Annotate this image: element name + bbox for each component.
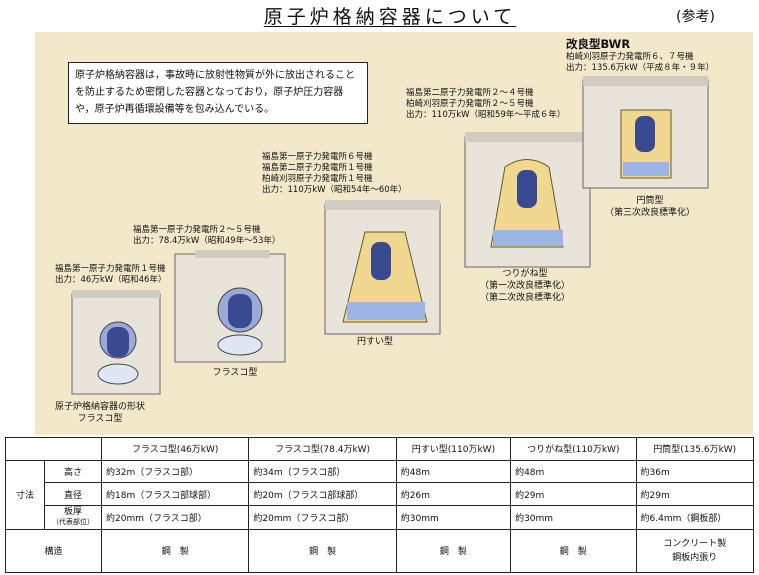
table-row: 板厚 （代表部位） 約20mm（フラスコ部） 約20mm（フラスコ部） 約30m… bbox=[6, 505, 755, 530]
page-title: 原子炉格納容器について bbox=[263, 6, 517, 28]
table-cell: 約20mm（フラスコ部） bbox=[248, 505, 397, 530]
building-bell bbox=[464, 132, 591, 268]
table-cell: 約36m bbox=[635, 459, 755, 484]
table-cell: 約18m（フラスコ部球部） bbox=[100, 482, 250, 507]
abwr-plants: 柏崎刈羽原子力発電所６、７号機 bbox=[566, 52, 694, 62]
header-cell: フラスコ型(78.4万kW) bbox=[248, 437, 397, 461]
structure-label: 構造 bbox=[5, 528, 102, 574]
table-cell: 約29m bbox=[635, 482, 755, 507]
table-cell: 鋼 製 bbox=[395, 528, 512, 574]
table-row: 直径 約18m（フラスコ部球部） 約20m（フラスコ部球部） 約26m 約29m… bbox=[6, 482, 755, 507]
building-cone bbox=[324, 200, 441, 335]
table-cell: 約34m（フラスコ部） bbox=[248, 459, 397, 484]
header-cell: フラスコ型(46万kW) bbox=[100, 437, 250, 461]
table-cell: コンクリート製 鋼板内張り bbox=[635, 528, 755, 574]
header-cell: つりがね型(110万kW) bbox=[510, 437, 637, 461]
shape-label: 原子炉格納容器の形状 フラスコ型 bbox=[54, 402, 145, 424]
abwr-title: 改良型BWR bbox=[566, 37, 631, 51]
header-cell: 円すい型(110万kW) bbox=[395, 437, 512, 461]
bell-plants: 福島第二原子力発電所２～４号機 柏崎刈羽原子力発電所２～５号機 bbox=[406, 88, 534, 109]
flask-label: フラスコ型 bbox=[212, 368, 258, 378]
cylinder-label: 円筒型 （第三次改良標準化） bbox=[604, 196, 695, 218]
building-cylinder bbox=[582, 76, 709, 189]
bell-label: つりがね型 （第一次改良標準化） （第二次改良標準化） bbox=[479, 269, 570, 303]
table-cell: 鋼 製 bbox=[248, 528, 397, 574]
flask784-output: 出力：78.4万kW（昭和49年～53年） bbox=[133, 236, 281, 246]
table-cell: 約30mm bbox=[510, 505, 637, 530]
flask784-plants: 福島第一原子力発電所２～５号機 bbox=[133, 225, 261, 235]
table-row: 寸法 高さ 約32m（フラスコ部） 約34m（フラスコ部） 約48m 約48m … bbox=[5, 459, 755, 530]
flask46-output: 出力：46万kW（昭和46年） bbox=[55, 275, 167, 285]
bell-output: 出力：110万kW（昭和59年～平成６年） bbox=[406, 110, 566, 120]
table-cell: 約26m bbox=[395, 482, 512, 507]
cone-plants: 福島第一原子力発電所６号機 福島第二原子力発電所１号機 柏崎刈羽原子力発電所１号… bbox=[262, 152, 373, 184]
table-cell: 約32m（フラスコ部） bbox=[100, 459, 250, 484]
flask46-plants: 福島第一原子力発電所１号機 bbox=[55, 264, 166, 274]
row-label: 板厚 （代表部位） bbox=[44, 505, 102, 530]
table-cell: 鋼 製 bbox=[100, 528, 250, 574]
table-header-row: フラスコ型(46万kW) フラスコ型(78.4万kW) 円すい型(110万kW)… bbox=[5, 437, 755, 461]
table-cell: 約30mm bbox=[395, 505, 512, 530]
table-cell: 約20m（フラスコ部球部） bbox=[248, 482, 397, 507]
header-cell: 円筒型(135.6万kW) bbox=[635, 437, 755, 461]
table-cell: 約29m bbox=[510, 482, 637, 507]
cone-label: 円すい型 bbox=[356, 337, 393, 347]
building-flask-784 bbox=[174, 250, 286, 363]
spec-table: フラスコ型(46万kW) フラスコ型(78.4万kW) 円すい型(110万kW)… bbox=[5, 437, 755, 574]
dims-label: 寸法 bbox=[5, 459, 45, 530]
table-cell: 約6.4mm（鋼板部） bbox=[635, 505, 755, 530]
table-cell: 約48m bbox=[395, 459, 512, 484]
row-label: 直径 bbox=[44, 482, 102, 507]
row-label: 高さ bbox=[44, 459, 102, 484]
reference-label: (参考) bbox=[676, 9, 715, 25]
table-cell: 約20mm（フラスコ部） bbox=[100, 505, 250, 530]
table-cell: 鋼 製 bbox=[510, 528, 637, 574]
cone-output: 出力：110万kW（昭和54年～60年） bbox=[262, 185, 407, 195]
containment-illustrations bbox=[71, 76, 709, 395]
building-flask-46 bbox=[71, 290, 161, 395]
abwr-output: 出力：135.6万kW（平成８年・９年） bbox=[566, 63, 715, 73]
description-note: 原子炉格納容器は，事故時に放射性物質が外に放出されることを防止するため密閉した容… bbox=[68, 62, 368, 124]
table-cell: 約48m bbox=[510, 459, 637, 484]
table-row: 構造 鋼 製 鋼 製 鋼 製 鋼 製 コンクリート製 鋼板内張り bbox=[5, 528, 755, 574]
